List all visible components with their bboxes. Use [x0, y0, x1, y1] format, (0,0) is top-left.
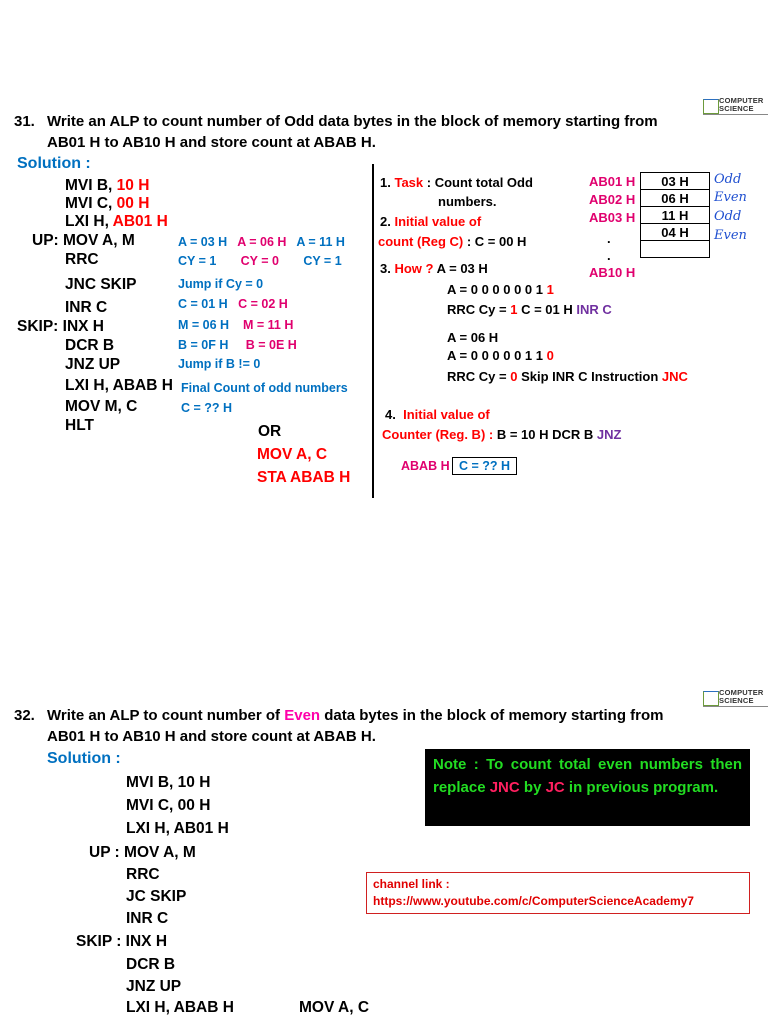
q32-line1: Write an ALP to count number of Even dat… [47, 707, 664, 724]
mem-label: AB02 H [589, 192, 636, 207]
step-3: 3. How ? A = 03 H [380, 261, 488, 276]
q31-number: 31. [14, 113, 35, 130]
code-line: JNZ UP [126, 978, 182, 995]
code-line: MVI C, 00 H [65, 195, 150, 212]
mem-cell [640, 240, 710, 258]
q32-number: 32. [14, 707, 35, 724]
mem-cell: 11 H [640, 206, 710, 224]
code-line: LXI H, ABAB H [126, 999, 234, 1016]
channel-link-label: channel link : [373, 877, 450, 891]
step-4-cont: Counter (Reg. B) : B = 10 H DCR B JNZ [382, 427, 622, 442]
code-line: MVI B, 10 H [65, 177, 150, 194]
code-line: LXI H, ABAB H [65, 377, 173, 394]
step-1-cont: numbers. [438, 194, 497, 209]
table-row: 11 H [640, 206, 710, 224]
code-line: JNZ UP [65, 356, 121, 373]
step-2: 2. Initial value of [380, 214, 482, 229]
mem-cell: 03 H [640, 172, 710, 190]
code-line: UP : MOV A, M [89, 844, 196, 861]
handwritten-note: Even [714, 228, 747, 243]
code-line: DCR B [65, 337, 115, 354]
annotation: Jump if Cy = 0 [178, 277, 264, 291]
q32-line2: AB01 H to AB10 H and store count at ABAB… [47, 728, 376, 745]
code-line: UP: MOV A, M [32, 232, 135, 249]
code-line: HLT [65, 417, 94, 434]
table-row: 03 H [640, 172, 710, 190]
column-divider [372, 164, 374, 498]
table-row [640, 240, 710, 258]
annotation: C = 01 H C = 02 H [178, 297, 288, 311]
annotation: C = ?? H [181, 401, 233, 415]
code-line: SKIP : INX H [76, 933, 168, 950]
code-or: OR [258, 423, 282, 440]
annotation: M = 06 H M = 11 H [178, 318, 294, 332]
abab-value-box: C = ?? H [452, 457, 518, 475]
code-line: MVI B, 10 H [126, 774, 211, 791]
code-line: MOV M, C [65, 398, 138, 415]
handwritten-note: Even [714, 190, 747, 205]
mem-label: AB10 H [589, 265, 636, 280]
step-3-bin2: A = 0 0 0 0 0 1 1 0 [447, 348, 554, 363]
code-line: RRC [65, 251, 99, 268]
memory-table: 03 H 06 H 11 H 04 H [640, 172, 710, 258]
mem-cell: 04 H [640, 223, 710, 241]
mem-dot: . [607, 248, 611, 263]
logo-icon [703, 99, 719, 114]
abab-label: ABAB H [401, 459, 450, 473]
q31-line2: AB01 H to AB10 H and store count at ABAB… [47, 134, 376, 151]
mem-cell: 06 H [640, 189, 710, 207]
step-1: 1. Task : Count total Odd [380, 175, 533, 190]
mem-dot: . [607, 231, 611, 246]
annotation: B = 0F H B = 0E H [178, 338, 297, 352]
code-line: INR C [65, 299, 108, 316]
annotation: CY = 1 CY = 0 CY = 1 [178, 254, 342, 268]
step-4: 4. Initial value of [385, 407, 490, 422]
table-row: 06 H [640, 189, 710, 207]
code-alt-line: STA ABAB H [257, 469, 351, 486]
code-line: LXI H, AB01 H [126, 820, 229, 837]
mem-label: AB03 H [589, 210, 636, 225]
code-line: SKIP: INX H [17, 318, 104, 335]
mem-label: AB01 H [589, 174, 636, 189]
step-2-cont: count (Reg C) : C = 00 H [378, 234, 527, 249]
table-row: 04 H [640, 223, 710, 241]
code-line: JNC SKIP [65, 276, 137, 293]
code-line: MVI C, 00 H [126, 797, 211, 814]
q31-line1: Write an ALP to count number of Odd data… [47, 113, 658, 130]
code-line: MOV A, C [299, 999, 370, 1016]
handwritten-note: Odd [714, 209, 742, 224]
step-3-a2: A = 06 H [447, 330, 499, 345]
handwritten-note: Odd [714, 172, 742, 187]
annotation: A = 03 H A = 06 H A = 11 H [178, 235, 345, 249]
annotation: Jump if B != 0 [178, 357, 261, 371]
annotation: Final Count of odd numbers [181, 381, 348, 395]
code-line: INR C [126, 910, 169, 927]
step-3-rrc: RRC Cy = 1 C = 01 H INR C [447, 302, 612, 317]
code-line: LXI H, AB01 H [65, 213, 168, 230]
q32-solution-label: Solution : [47, 750, 121, 767]
code-line: JC SKIP [126, 888, 187, 905]
channel-link-url[interactable]: https://www.youtube.com/c/ComputerScienc… [373, 894, 694, 908]
code-line: DCR B [126, 956, 176, 973]
q31-solution-label: Solution : [17, 155, 91, 172]
code-line: RRC [126, 866, 160, 883]
logo-icon [703, 691, 719, 706]
note-box: Note : To count total even numbers then … [425, 749, 750, 826]
channel-link-box: channel link : https://www.youtube.com/c… [366, 872, 750, 914]
step-3-bin: A = 0 0 0 0 0 0 1 1 [447, 282, 554, 297]
step-3-rrc2: RRC Cy = 0 Skip INR C Instruction JNC [447, 369, 688, 384]
code-alt-line: MOV A, C [257, 446, 328, 463]
